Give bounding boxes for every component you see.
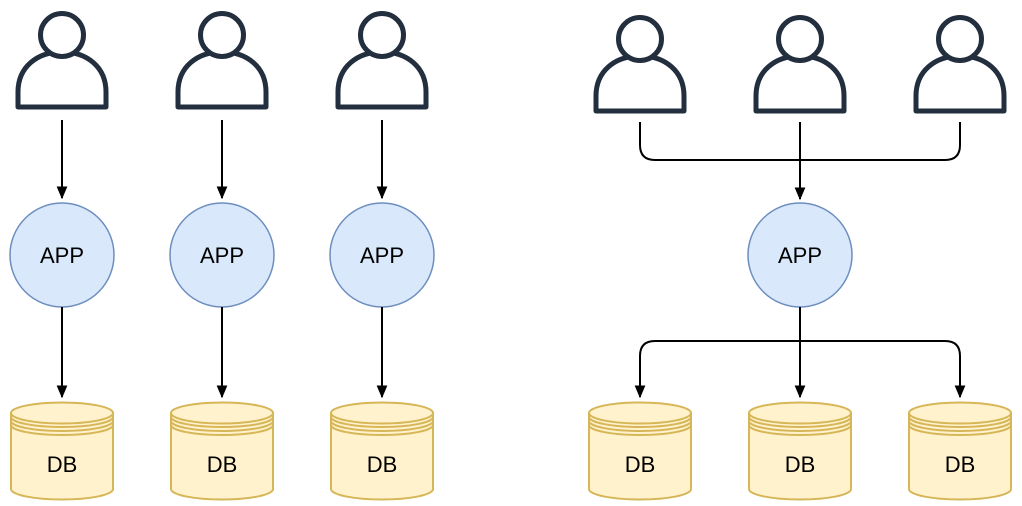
db-label: DB [945,452,976,477]
database-cylinder-icon [330,401,434,501]
db-node: DB [748,401,852,501]
db-node: DB [330,401,434,501]
db-node: DB [908,401,1012,501]
app-fanout-left-arrow [634,340,800,399]
app-fanout-right-arrow [800,340,966,399]
user-icon [338,14,426,108]
app-label: APP [778,243,822,268]
database-cylinder-icon [588,401,692,501]
user-icon [916,18,1004,112]
db-node: DB [10,401,114,501]
app-label: APP [40,243,84,268]
app-node: APP [747,202,853,308]
db-label: DB [785,452,816,477]
database-cylinder-icon [10,401,114,501]
right-group-shared-app: APP DB DB DB [588,18,1012,501]
user-icon [756,18,844,112]
app-label: APP [360,243,404,268]
db-label: DB [207,452,238,477]
db-node: DB [170,401,274,501]
app-node: APP [169,202,275,308]
app-node: APP [9,202,115,308]
app-node: APP [329,202,435,308]
database-cylinder-icon [748,401,852,501]
database-cylinder-icon [908,401,1012,501]
user-icon [18,14,106,108]
database-cylinder-icon [170,401,274,501]
left-group-per-user-stacks: APP APP APP DB DB DB [9,14,435,501]
db-node: DB [588,401,692,501]
app-label: APP [200,243,244,268]
user-icon [178,14,266,108]
db-label: DB [47,452,78,477]
db-label: DB [625,452,656,477]
user-icon [596,18,684,112]
db-label: DB [367,452,398,477]
